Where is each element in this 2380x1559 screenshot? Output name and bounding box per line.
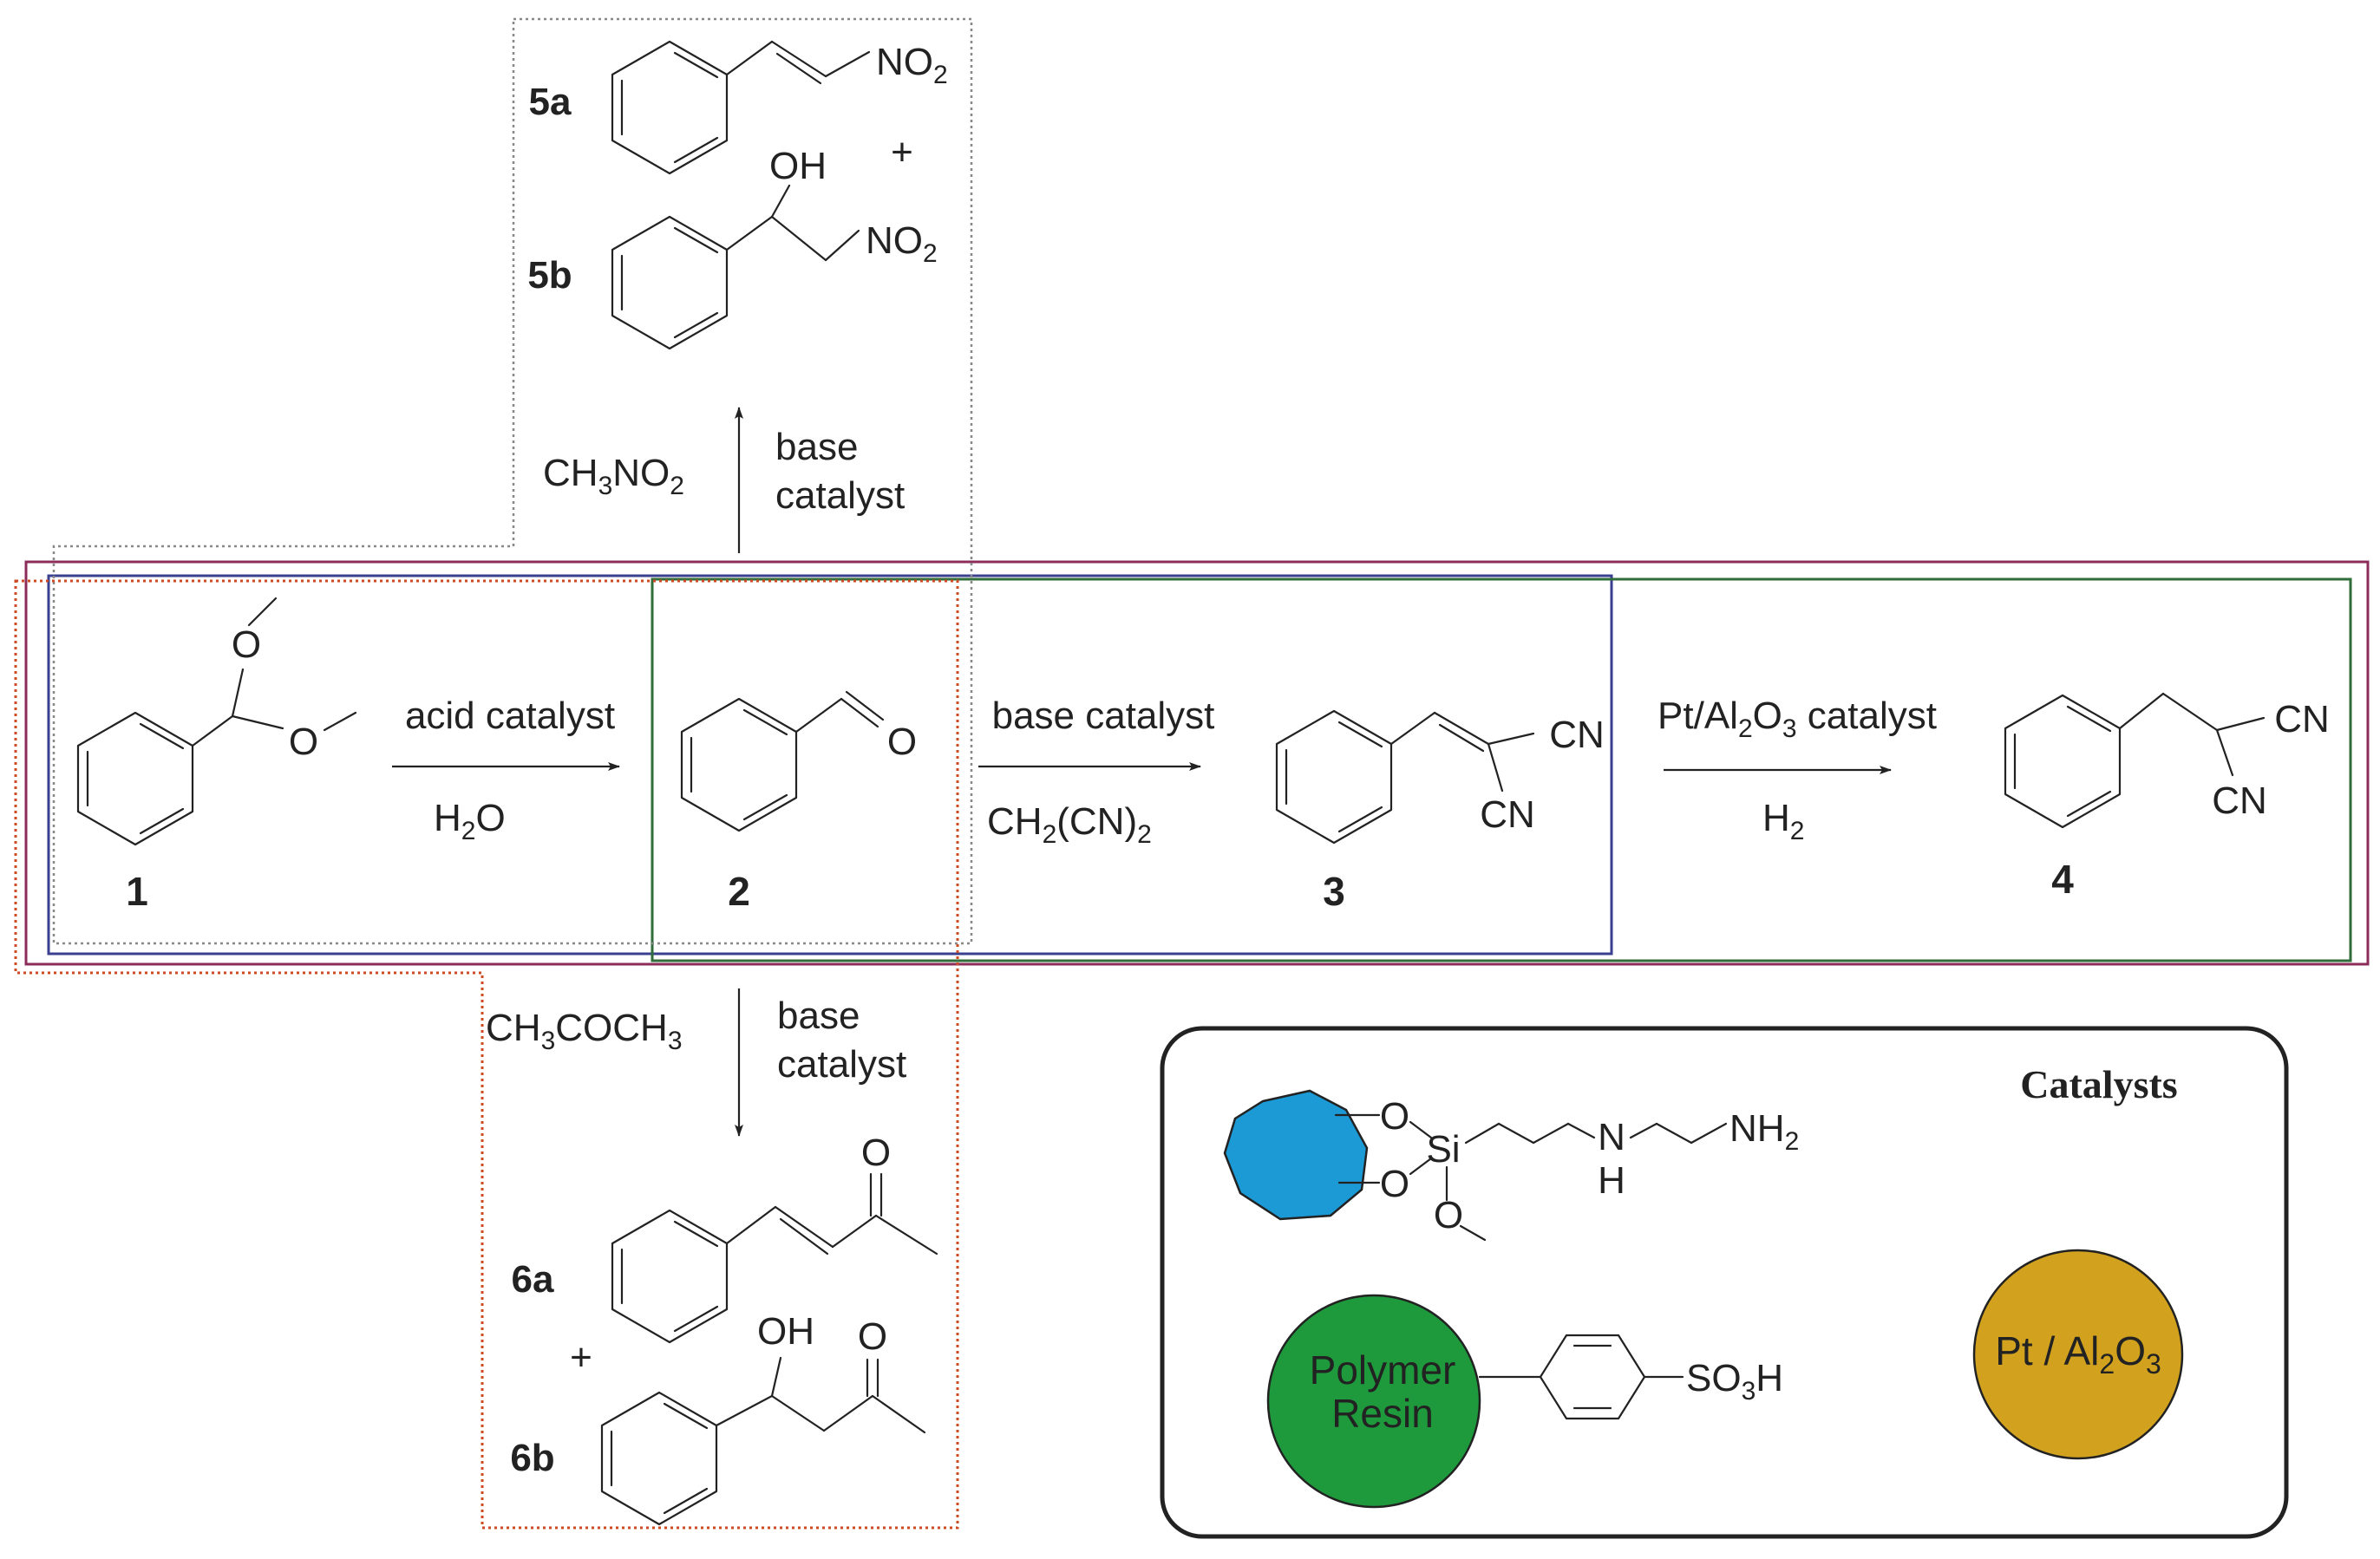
step1-catalyst: acid catalyst — [405, 695, 615, 737]
pt-alumina-label: Pt / Al2O3 — [1995, 1328, 2161, 1380]
methoxy-oxygen: O — [1434, 1194, 1463, 1236]
compound-6b-hydroxyl: OH — [757, 1310, 814, 1353]
purple-process-box — [24, 560, 2370, 966]
compound-3-label: 3 — [1323, 869, 1345, 914]
silica-oxygen-bottom: O — [1380, 1163, 1409, 1205]
grey-dotted-box — [52, 17, 973, 945]
orange-dotted-box — [14, 579, 959, 1530]
down-reagent: CH3COCH3 — [486, 1007, 683, 1055]
compound-5b-structure — [611, 184, 860, 350]
up-catalyst-line1: base — [775, 426, 858, 468]
up-reagent: CH3NO2 — [543, 452, 684, 500]
plus-5: + — [891, 131, 913, 173]
compound-5b-label: 5b — [527, 254, 572, 297]
compound-4-cn-bottom: CN — [2212, 780, 2267, 822]
step2-catalyst: base catalyst — [992, 695, 1215, 737]
compound-6b-label: 6b — [510, 1437, 554, 1479]
compound-6a-label: 6a — [512, 1258, 554, 1301]
down-catalyst-line1: base — [777, 995, 860, 1037]
compound-3-cn-top: CN — [1549, 714, 1605, 756]
silicon-atom: Si — [1426, 1128, 1460, 1171]
compound-5b-hydroxyl: OH — [769, 145, 827, 187]
compound-4-cn-top: CN — [2274, 698, 2330, 740]
compound-6a-oxygen: O — [861, 1132, 891, 1174]
compound-5a-nitro: NO2 — [876, 41, 948, 89]
compound-2-oxygen: O — [887, 721, 917, 763]
up-catalyst-line2: catalyst — [775, 474, 905, 517]
compound-4-label: 4 — [2051, 857, 2074, 902]
aminosilane-linker — [1334, 1113, 1728, 1242]
plus-6: + — [570, 1336, 592, 1379]
sulfonic-acid: SO3H — [1686, 1357, 1783, 1406]
compound-1-oxygen-right: O — [289, 721, 318, 763]
compound-6b-structure — [600, 1356, 926, 1526]
compound-5a-label: 5a — [529, 81, 572, 123]
green-step-box — [651, 577, 2352, 962]
silica-oxygen-top: O — [1380, 1095, 1409, 1138]
compound-5b-nitro: NO2 — [866, 219, 938, 268]
step3-reagent: H2 — [1762, 797, 1804, 845]
polymer-resin-bead — [1266, 1294, 1481, 1509]
sulfophenyl-group — [1478, 1334, 1684, 1420]
pt-alumina-particle — [1972, 1249, 2184, 1460]
navy-step-box — [47, 574, 1613, 956]
compound-1-label: 1 — [126, 869, 148, 914]
compound-1-oxygen-top: O — [232, 623, 261, 666]
amine-nitrogen: N — [1598, 1116, 1625, 1158]
compound-3-structure — [1275, 709, 1535, 845]
catalysts-title: Catalysts — [2020, 1062, 2177, 1106]
compound-4-structure — [2004, 692, 2266, 829]
down-catalyst-line2: catalyst — [777, 1043, 906, 1086]
compound-5a-structure — [611, 40, 871, 175]
step2-reagent: CH2(CN)2 — [987, 800, 1152, 849]
terminal-amine: NH2 — [1729, 1107, 1799, 1156]
compound-2-label: 2 — [728, 869, 750, 914]
resin-label-line1: Polymer — [1310, 1347, 1456, 1393]
silica-particle — [1223, 1089, 1369, 1221]
resin-label-line2: Resin — [1331, 1391, 1434, 1436]
compound-3-cn-bottom: CN — [1480, 793, 1535, 836]
compound-6a-structure — [611, 1172, 938, 1344]
compound-6b-oxygen: O — [858, 1315, 887, 1358]
compound-2-structure — [680, 690, 885, 832]
step1-reagent: H2O — [434, 797, 506, 845]
compound-1-structure — [76, 597, 357, 846]
step3-catalyst: Pt/Al2O3 catalyst — [1658, 695, 1937, 743]
amine-hydrogen: H — [1598, 1159, 1625, 1202]
catalysts-panel — [1160, 1026, 2289, 1539]
